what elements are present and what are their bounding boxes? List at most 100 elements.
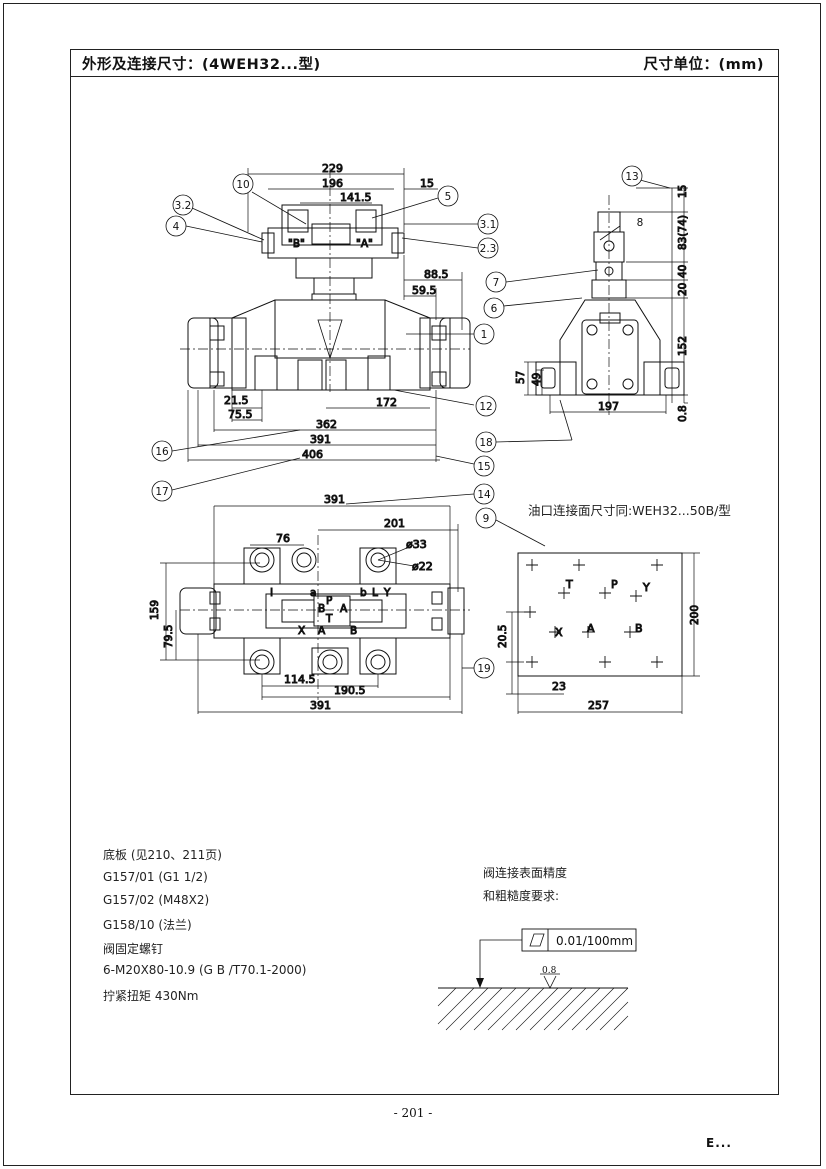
callout-14: 14: [477, 489, 491, 501]
base-info-line-3: G157/02 (M48X2): [103, 893, 210, 907]
dim-dia-22: ø22: [412, 560, 433, 573]
dim-257: 257: [588, 699, 609, 712]
base-info-line-2: G157/01 (G1 1/2): [103, 870, 208, 884]
top-label-p: P: [326, 595, 332, 607]
callout-6: 6: [491, 303, 498, 315]
dim-79-5: 79.5: [163, 625, 175, 648]
port-x: X: [555, 626, 563, 639]
dim-23: 23: [552, 680, 566, 693]
port-a: A: [587, 622, 595, 635]
side-view: 15 83(74) 40 20 152 57 49 197 0.8: [515, 184, 690, 422]
dim-20: 20: [677, 283, 689, 296]
surface-symbol: [437, 928, 637, 1031]
top-label-b: B: [318, 603, 325, 615]
dim-76: 76: [276, 532, 290, 545]
callout-4: 4: [173, 221, 180, 233]
dim-20-5: 20.5: [497, 625, 509, 648]
valve-label-b: "B": [288, 238, 305, 250]
callout-1: 1: [481, 329, 488, 341]
base-info-line-6: 6-M20X80-10.9 (G B /T70.1-2000): [103, 963, 307, 977]
callout-3-2: 3.2: [175, 200, 192, 212]
callout-15: 15: [477, 461, 490, 473]
top-label-t: T: [325, 613, 333, 625]
callout-12: 12: [479, 401, 492, 413]
dim-197: 197: [598, 400, 619, 413]
dim-362: 362: [316, 418, 337, 431]
top-label-b-small: b: [360, 587, 367, 599]
top-label-l: L: [372, 587, 378, 599]
port-p: P: [611, 578, 618, 591]
dim-172: 172: [376, 396, 397, 409]
dim-114-5: 114.5: [284, 673, 316, 686]
callout-2-3: 2.3: [480, 243, 497, 255]
unit-label: 尺寸单位：(mm): [643, 57, 764, 73]
dim-75-5: 75.5: [228, 408, 253, 421]
callout-3-1: 3.1: [480, 219, 497, 231]
dim-200: 200: [689, 605, 701, 625]
drawing-title: 外形及连接尺寸：(4WEH32...型): [82, 57, 321, 73]
valve-label-a: "A": [356, 238, 373, 250]
dim-201: 201: [384, 517, 405, 530]
dim-391-top: 391: [324, 493, 345, 506]
page-number: - 201 -: [393, 1106, 433, 1120]
front-view: 229 196 141.5 15 88.5 59.5 21.5 75.5 172…: [180, 162, 471, 462]
top-label-i: I: [270, 587, 273, 599]
page-border: [3, 3, 821, 1166]
port-face-note: 油口连接面尺寸同:WEH32...50B/型: [528, 503, 731, 518]
dim-229: 229: [322, 162, 343, 175]
dim-40: 40: [677, 265, 689, 278]
dim-dia-33: ø33: [406, 538, 427, 551]
base-info-line-5: 阀固定螺钉: [103, 942, 164, 956]
callout-5: 5: [445, 191, 452, 203]
dim-15-front: 15: [420, 177, 434, 190]
callouts: [151, 165, 671, 679]
callout-9: 9: [483, 513, 490, 525]
callout-10: 10: [236, 179, 249, 191]
dim-57: 57: [515, 371, 527, 384]
dim-0-8: 0.8: [677, 405, 689, 422]
callout-18: 18: [479, 437, 492, 449]
surface-requirement-line-2: 和粗糙度要求:: [483, 889, 560, 903]
top-label-x: X: [298, 625, 305, 637]
dim-88-5: 88.5: [424, 268, 449, 281]
port-t: T: [565, 578, 573, 591]
port-b: B: [635, 622, 643, 635]
dim-406: 406: [302, 448, 323, 461]
dim-190-5: 190.5: [334, 684, 366, 697]
dim-152: 152: [677, 336, 689, 356]
dim-159: 159: [149, 600, 161, 620]
drawing-frame: [70, 49, 779, 1095]
callout-8: 8: [637, 217, 644, 229]
dim-391-front: 391: [310, 433, 331, 446]
dim-15-side: 15: [677, 185, 689, 198]
flatness-value: 0.01/100mm: [556, 934, 633, 948]
callout-13: 13: [625, 171, 638, 183]
top-label-y: Y: [383, 587, 391, 599]
dim-59-5: 59.5: [412, 284, 437, 297]
top-label-a: A: [340, 603, 348, 615]
base-info-line-4: G158/10 (法兰): [103, 918, 192, 932]
callout-7: 7: [493, 277, 500, 289]
dim-141-5: 141.5: [340, 191, 372, 204]
top-view: 391 201 76 ø33 ø22 159 79.5 114.5 190.5 …: [149, 493, 470, 714]
dim-83-74: 83(74): [677, 215, 689, 250]
callout-19: 19: [477, 663, 490, 675]
dim-21-5: 21.5: [224, 394, 249, 407]
dim-49: 49: [531, 373, 543, 386]
top-label-a-bottom: A: [318, 625, 326, 637]
base-info-line-1: 底板 (见210、211页): [103, 848, 222, 862]
dim-391-bottom: 391: [310, 699, 331, 712]
port-face-view: T P Y X A B 200 20.5 23 257: [497, 552, 702, 714]
roughness-value: 0.8: [542, 966, 557, 976]
callout-16: 16: [155, 446, 169, 458]
surface-requirement-line-1: 阀连接表面精度: [483, 866, 568, 880]
callout-17: 17: [155, 486, 168, 498]
header-rule: [70, 76, 779, 77]
brand-mark: E...: [706, 1136, 732, 1150]
top-label-a-small: a: [310, 587, 316, 599]
top-label-b-bottom: B: [350, 625, 357, 637]
base-info-line-7: 拧紧扭矩 430Nm: [103, 989, 199, 1003]
port-y: Y: [642, 581, 650, 594]
dim-196: 196: [322, 177, 343, 190]
